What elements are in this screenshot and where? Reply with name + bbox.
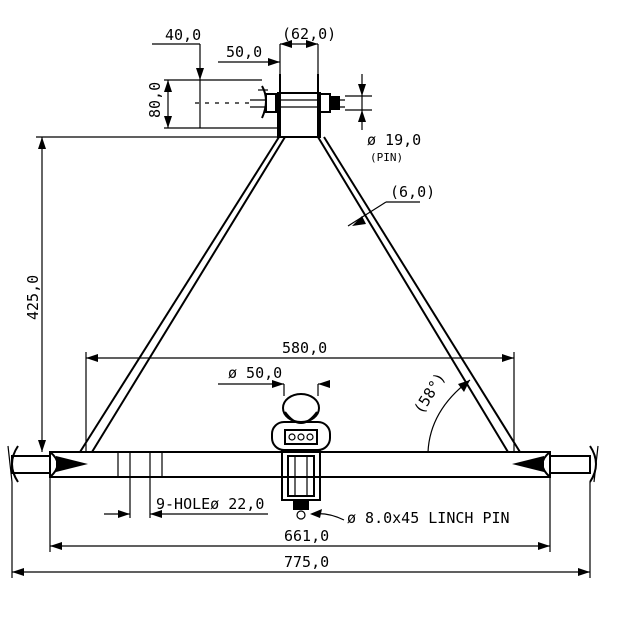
dim-label-top-offset: 40,0 bbox=[165, 26, 201, 44]
tow-ball-assembly bbox=[271, 393, 331, 520]
dim-top-height: 80,0 bbox=[146, 79, 278, 129]
right-end-pin bbox=[549, 445, 599, 483]
dim-pin-diameter: ø 19,0 (PIN) bbox=[345, 74, 421, 164]
a-frame bbox=[79, 136, 521, 453]
dim-top-offset: 40,0 bbox=[152, 26, 204, 128]
dim-wall-thickness: (6,0) bbox=[347, 183, 435, 227]
dim-label-top-height: 80,0 bbox=[146, 82, 164, 118]
dim-holes: 9-HOLEø 22,0 bbox=[104, 477, 268, 518]
dim-pin-spacing: 50,0 bbox=[218, 43, 280, 66]
dim-linch-pin: ø 8.0x45 LINCH PIN bbox=[310, 509, 510, 527]
dim-inner-width: 661,0 bbox=[49, 477, 551, 552]
dim-label-top-width: (62,0) bbox=[282, 25, 336, 43]
dim-label-pin-spacing: 50,0 bbox=[226, 43, 262, 61]
dim-label-pin-note: (PIN) bbox=[370, 151, 403, 164]
dim-label-overall-width: 775,0 bbox=[284, 553, 329, 571]
dim-label-angle: (58°) bbox=[410, 369, 449, 417]
dim-height: 425,0 bbox=[24, 136, 278, 452]
top-bracket bbox=[195, 74, 345, 138]
dim-label-lower-width: 580,0 bbox=[282, 339, 327, 357]
dim-label-height: 425,0 bbox=[24, 275, 42, 320]
dim-lower-width: 580,0 bbox=[85, 339, 515, 452]
dim-top-width: (62,0) bbox=[279, 25, 336, 74]
dim-label-inner-width: 661,0 bbox=[284, 527, 329, 545]
dim-label-holes: 9-HOLEø 22,0 bbox=[156, 495, 264, 513]
dim-label-pin-diameter: ø 19,0 bbox=[367, 131, 421, 149]
dim-label-ball-diameter: ø 50,0 bbox=[228, 364, 282, 382]
dim-ball-diameter: ø 50,0 bbox=[218, 364, 330, 396]
dim-label-wall-thickness: (6,0) bbox=[390, 183, 435, 201]
left-end-pin bbox=[7, 445, 51, 483]
dim-label-linch-pin: ø 8.0x45 LINCH PIN bbox=[347, 509, 510, 527]
dim-overall-width: 775,0 bbox=[11, 482, 591, 578]
dim-angle: (58°) bbox=[410, 369, 471, 453]
